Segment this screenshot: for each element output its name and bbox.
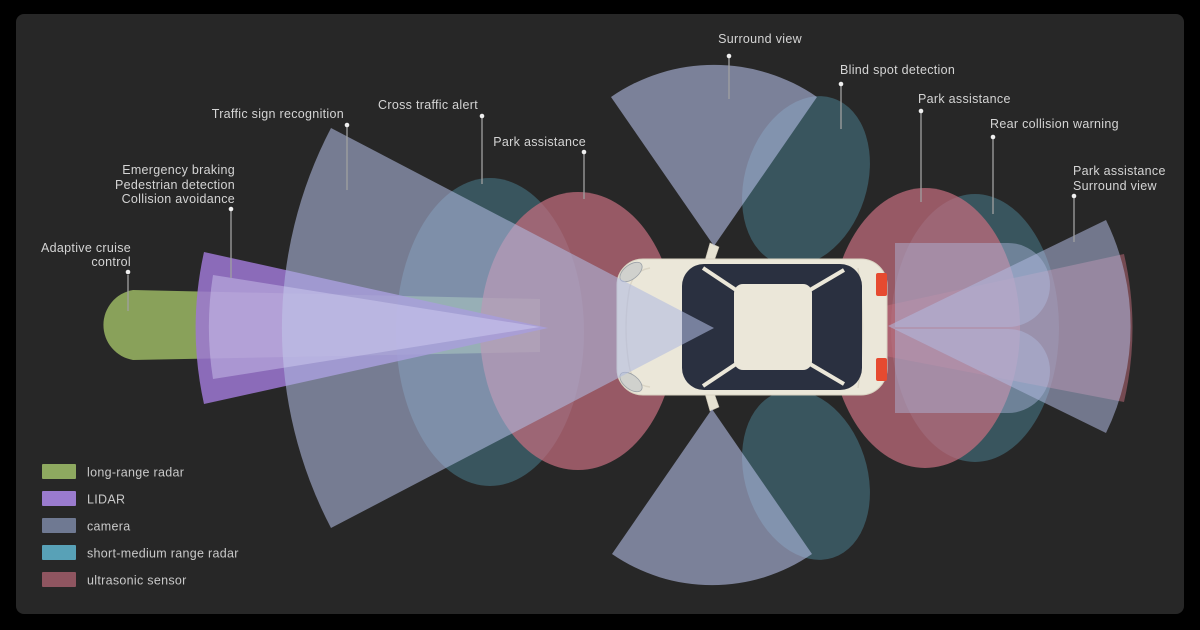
annotation-traffic-sign: Traffic sign recognition	[212, 107, 344, 121]
legend-item-lidar: LIDAR	[42, 491, 125, 507]
camera-narrow-beam	[208, 275, 540, 379]
leader-adaptive-cruise	[125, 269, 131, 311]
legend-swatch-ultrasonic-sensor	[42, 572, 76, 587]
annotation-emergency-line3: Collision avoidance	[122, 192, 235, 206]
leader-park-front	[581, 149, 587, 199]
legend-swatch-camera	[42, 518, 76, 533]
annotation-emergency-line2: Pedestrian detection	[115, 178, 235, 192]
camera-bottom-fan	[612, 409, 812, 586]
legend-swatch-short-medium-range-radar	[42, 545, 76, 560]
legend-label-camera: camera	[87, 520, 130, 534]
annotation-labels: Adaptive cruise control Emergency brakin…	[41, 32, 1166, 269]
legend-swatch-lidar	[42, 491, 76, 506]
legend-item-long-range-radar: long-range radar	[42, 464, 184, 480]
annotation-surround-top: Surround view	[718, 32, 802, 46]
legend: long-range radar LIDAR camera short-medi…	[42, 464, 239, 588]
annotation-park-surround-rear-line2: Surround view	[1073, 179, 1157, 193]
legend-item-ultrasonic-sensor: ultrasonic sensor	[42, 572, 187, 588]
legend-item-short-medium-range-radar: short-medium range radar	[42, 545, 239, 561]
leader-emergency	[228, 206, 234, 278]
annotation-rear-collision: Rear collision warning	[990, 117, 1119, 131]
annotation-park-surround-rear-line1: Park assistance	[1073, 164, 1166, 178]
legend-swatch-long-range-radar	[42, 464, 76, 479]
annotation-park-rear-top: Park assistance	[918, 92, 1011, 106]
annotation-blind-spot: Blind spot detection	[840, 63, 955, 77]
legend-label-short-medium-range-radar: short-medium range radar	[87, 547, 239, 561]
sensor-zones	[103, 64, 1133, 586]
camera-top-fan	[611, 64, 817, 247]
legend-label-long-range-radar: long-range radar	[87, 466, 184, 480]
legend-label-ultrasonic-sensor: ultrasonic sensor	[87, 574, 187, 588]
leader-surround-top	[726, 53, 732, 99]
annotation-adaptive-cruise-line1: Adaptive cruise	[41, 241, 131, 255]
camera-front-fan	[281, 128, 714, 528]
leader-traffic-sign	[344, 122, 350, 190]
car-taillight-right	[876, 358, 887, 381]
leader-park-rear-top	[918, 108, 924, 202]
annotation-cross-traffic: Cross traffic alert	[378, 98, 478, 112]
leader-park-surround-rear	[1071, 193, 1077, 242]
annotation-adaptive-cruise-line2: control	[91, 255, 131, 269]
annotation-emergency-line1: Emergency braking	[122, 163, 235, 177]
camera-rear-fan	[888, 220, 1131, 433]
car-top-view	[616, 242, 888, 412]
leader-rear-collision	[990, 134, 996, 214]
leader-lines	[125, 53, 1077, 311]
legend-label-lidar: LIDAR	[87, 493, 125, 507]
legend-item-camera: camera	[42, 518, 130, 534]
annotation-park-front: Park assistance	[493, 135, 586, 149]
car-roof	[734, 284, 812, 370]
car-taillight-left	[876, 273, 887, 296]
leader-blind-spot	[838, 81, 844, 129]
car-pillars	[701, 266, 846, 388]
leader-cross-traffic	[479, 113, 485, 184]
